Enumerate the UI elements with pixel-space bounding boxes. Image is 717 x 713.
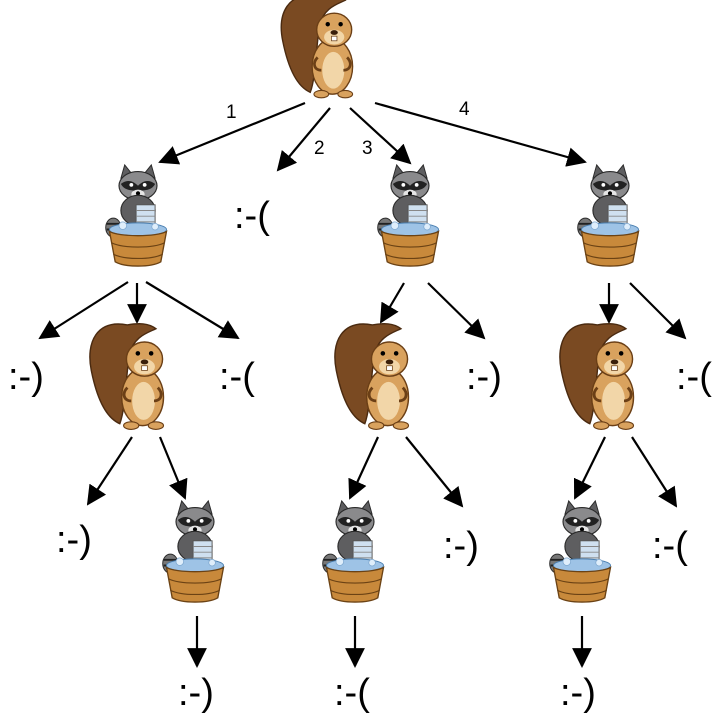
edge-r3-right xyxy=(427,282,486,340)
beaver-node-4-1 xyxy=(558,322,635,431)
edge-root-1 xyxy=(158,101,306,165)
edge-label-3: 3 xyxy=(362,138,373,159)
outcome-root-2: :-( xyxy=(234,195,270,237)
outcome-3-1-2: :-) xyxy=(443,525,479,567)
outcome-4-1-2: :-( xyxy=(652,525,688,567)
edge-r1-right xyxy=(145,281,240,340)
outcome-3-1-1-1: :-( xyxy=(334,672,370,713)
edge-b31-left xyxy=(348,436,379,500)
edge-b41-left xyxy=(573,436,606,500)
outcome-3-2: :-) xyxy=(466,356,502,398)
edge-root-4 xyxy=(374,101,587,167)
beaver-node-3-1 xyxy=(333,322,410,431)
edge-r3-left xyxy=(379,282,405,324)
outcome-1-3: :-( xyxy=(219,356,255,398)
edge-b31-right xyxy=(405,436,464,508)
edge-r4-right xyxy=(629,282,687,340)
edge-b12-right xyxy=(158,436,188,500)
raccoon-node-3-1-1 xyxy=(321,499,385,604)
outcome-4-2: :-( xyxy=(676,356,712,398)
outcome-1-1: :-) xyxy=(8,356,44,398)
edge-r1-left xyxy=(38,281,129,340)
edge-root-3 xyxy=(349,107,412,165)
raccoon-node-4 xyxy=(576,163,640,268)
edges xyxy=(38,101,687,668)
raccoon-node-3 xyxy=(376,163,440,268)
edge-label-4: 4 xyxy=(459,99,470,120)
outcome-4-1-1-1: :-) xyxy=(560,672,596,713)
raccoon-node-1 xyxy=(104,163,168,268)
edge-label-1: 1 xyxy=(226,102,237,123)
edge-label-2: 2 xyxy=(314,138,325,159)
outcome-1-2-1: :-) xyxy=(56,519,92,561)
raccoon-node-1-2-2 xyxy=(161,499,225,604)
outcome-1-2-2-1: :-) xyxy=(178,672,214,713)
beaver-node-1-2 xyxy=(88,322,165,431)
beaver-root-node xyxy=(279,0,354,100)
edge-root-2 xyxy=(276,107,331,172)
raccoon-node-4-1-1 xyxy=(548,499,612,604)
edge-b12-left xyxy=(86,436,133,506)
edge-b41-right xyxy=(631,436,678,508)
